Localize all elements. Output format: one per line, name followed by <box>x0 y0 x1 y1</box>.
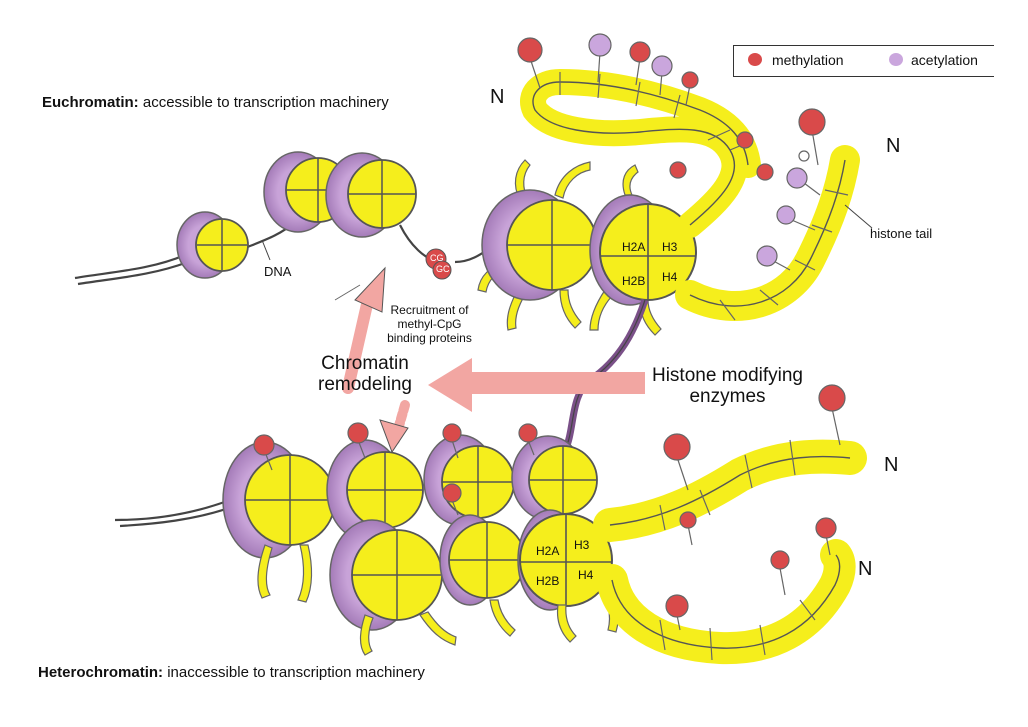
heterochromatin-dna-strand <box>114 498 233 528</box>
dna-label: DNA <box>264 264 292 279</box>
h2b-label-top: H2B <box>622 274 646 288</box>
h4-label-bottom: H4 <box>578 568 594 582</box>
cg-mark-top: CG <box>430 253 444 263</box>
methylation-legend-label: methylation <box>772 52 844 68</box>
remodeling-arrow-down <box>379 400 410 454</box>
h2b-label-bottom: H2B <box>536 574 560 588</box>
euchromatin-heading-rest: accessible to transcription machinery <box>138 94 389 111</box>
h4-label-top: H4 <box>662 270 678 284</box>
recruitment-line-2: methyl-CpG <box>397 317 462 331</box>
histone-tail-label: histone tail <box>870 226 933 241</box>
recruitment-line-3: binding proteins <box>387 331 472 345</box>
euchromatin-dna-strand <box>74 221 496 286</box>
h2a-label-bottom: H2A <box>536 544 560 558</box>
euchromatin-labeled-nucleosome <box>589 164 697 336</box>
heterochromatin-heading: Heterochromatin: inaccessible to transcr… <box>38 664 425 681</box>
heterochromatin-labeled-nucleosome <box>517 509 613 611</box>
recruitment-line-1: Recruitment of <box>390 303 469 317</box>
histone-enzyme-arrow <box>428 358 645 412</box>
heterochromatin-heading-bold: Heterochromatin: <box>38 664 164 681</box>
n-terminus-bottom-lower: N <box>858 558 873 580</box>
heterochromatin-nucleosomes <box>222 434 598 631</box>
histone-tail-bottom-lower <box>596 539 856 665</box>
legend: methylation acetylation <box>733 45 994 77</box>
dna-pointer <box>261 239 271 261</box>
acetylation-legend-swatch <box>889 53 903 66</box>
histone-enzymes-line-1: Histone modifying <box>651 365 804 386</box>
n-terminus-top-right: N <box>886 135 901 157</box>
recruitment-label: Recruitment of methyl-CpG binding protei… <box>372 303 487 345</box>
chromatin-remodeling-label: Chromatin remodeling <box>300 353 430 395</box>
histone-enzymes-line-2: enzymes <box>689 386 766 407</box>
h3-label-top: H3 <box>662 240 678 254</box>
n-terminus-bottom-upper: N <box>884 454 899 476</box>
euchromatin-nucleosome-3 <box>325 152 417 238</box>
chromatin-remodeling-line-1: Chromatin <box>321 353 409 374</box>
histone-enzymes-label: Histone modifying enzymes <box>640 365 815 407</box>
methylation-legend-swatch <box>748 53 762 66</box>
euchromatin-modifications <box>517 33 826 271</box>
heterochromatin-methylations <box>253 384 846 631</box>
euchromatin-nucleosome-1 <box>176 211 249 279</box>
h2a-label-top: H2A <box>622 240 646 254</box>
euchromatin-nucleosome-4 <box>477 159 598 331</box>
n-terminus-top-left: N <box>490 86 505 108</box>
remodeling-arrow-up <box>334 266 386 394</box>
cg-mark-bottom: GC <box>436 264 450 274</box>
histone-tail-pointer <box>844 204 873 229</box>
h3-label-bottom: H3 <box>574 538 590 552</box>
heterochromatin-heading-rest: inaccessible to transcription machinery <box>163 664 425 681</box>
euchromatin-heading: Euchromatin: accessible to transcription… <box>42 94 389 111</box>
euchromatin-heading-bold: Euchromatin: <box>42 94 139 111</box>
histone-tail-bottom-upper <box>593 439 867 542</box>
chromatin-remodeling-line-2: remodeling <box>318 374 412 395</box>
histone-tail-top-right <box>675 145 860 322</box>
acetylation-legend-label: acetylation <box>911 52 978 68</box>
cpg-methyl-marks <box>425 248 452 280</box>
